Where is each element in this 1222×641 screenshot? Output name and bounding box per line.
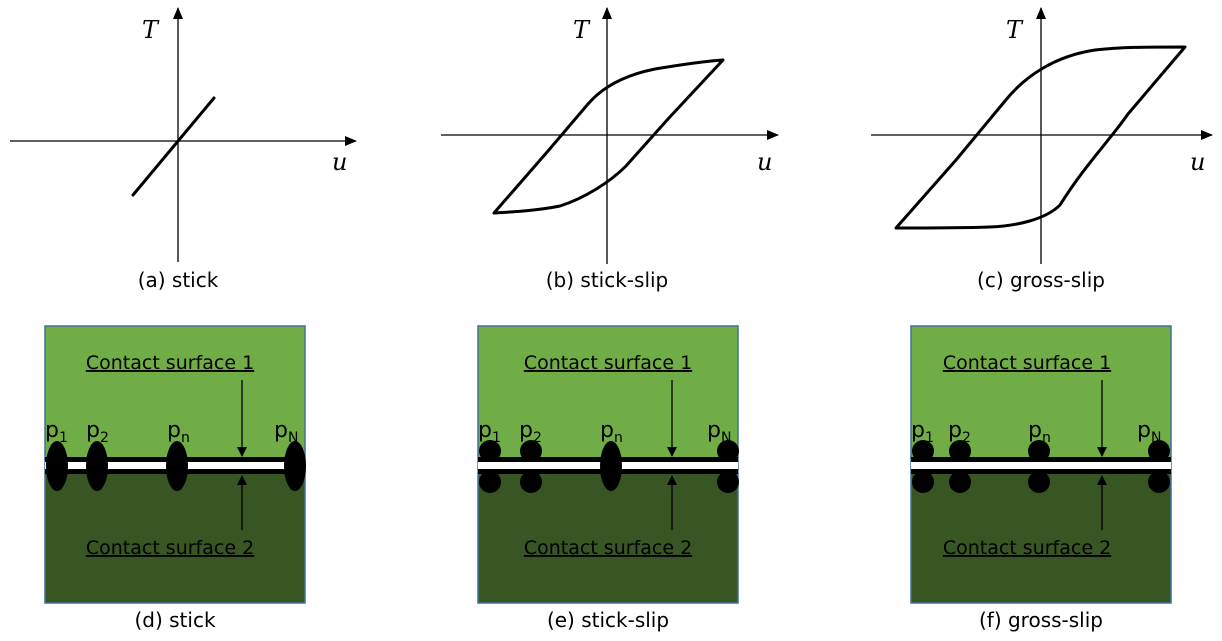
contact-point-p2-lower — [949, 471, 971, 493]
caption-e: (e) stick-slip — [547, 608, 669, 632]
label-pN: pN — [707, 418, 731, 446]
x-axis-label: u — [757, 148, 772, 176]
contact-surface-1-label: Contact surface 1 — [524, 352, 692, 374]
contact-point-p2-upper — [949, 440, 971, 462]
contact-point-p2-upper — [520, 440, 542, 462]
lower-body — [478, 468, 738, 603]
contact-point-pn — [600, 441, 622, 491]
contact-point-pN-lower — [1148, 471, 1170, 493]
caption-f: (f) gross-slip — [979, 608, 1103, 632]
hysteresis-loop — [894, 45, 1187, 230]
contact-point-p1-upper — [912, 440, 934, 462]
contact-surface-2-label: Contact surface 2 — [86, 537, 254, 559]
contact-point-p2-lower — [520, 471, 542, 493]
label-pn: pn — [1028, 418, 1051, 446]
y-axis-label: T — [142, 16, 160, 44]
plot-c-gross-slip: T u (c) gross-slip — [871, 7, 1213, 292]
contact-surface-1-label: Contact surface 1 — [943, 352, 1111, 374]
contact-point-pN-lower — [717, 471, 739, 493]
y-axis-label: T — [573, 16, 591, 44]
caption-c: (c) gross-slip — [977, 268, 1105, 292]
caption-a: (a) stick — [138, 268, 219, 292]
contact-point-p1-lower — [479, 471, 501, 493]
contact-point-pN-upper — [1148, 440, 1170, 462]
x-axis-label: u — [332, 148, 347, 176]
stick-curve — [131, 96, 216, 197]
contact-surface-1-label: Contact surface 1 — [86, 352, 254, 374]
label-p2: p2 — [948, 418, 971, 446]
caption-b: (b) stick-slip — [546, 268, 669, 292]
label-p1: p1 — [911, 418, 934, 446]
y-axis-label: T — [1006, 16, 1024, 44]
label-pn: pn — [167, 418, 190, 446]
contact-surface-2-label: Contact surface 2 — [524, 537, 692, 559]
label-p1: p1 — [45, 418, 68, 446]
contact-point-pN-upper — [717, 440, 739, 462]
contact-point-pn — [166, 441, 188, 491]
label-p1: p1 — [478, 418, 501, 446]
plot-b-stick-slip: T u (b) stick-slip — [441, 7, 779, 292]
panel-f-gross-slip: Contact surface 1 Contact surface 2 p1 p… — [910, 325, 1172, 632]
label-pN: pN — [274, 418, 298, 446]
plot-a-stick: T u (a) stick — [10, 7, 357, 292]
contact-point-p1-upper — [479, 440, 501, 462]
caption-d: (d) stick — [134, 608, 215, 632]
contact-point-pN — [284, 441, 306, 491]
contact-point-p1-lower — [912, 471, 934, 493]
contact-point-p2 — [86, 441, 108, 491]
label-pn: pn — [600, 418, 623, 446]
contact-point-p1 — [46, 441, 68, 491]
panel-d-stick: Contact surface 1 Contact surface 2 p1 p… — [44, 325, 306, 632]
hysteresis-loop — [492, 58, 725, 215]
contact-point-pn-upper — [1028, 440, 1050, 462]
x-axis-label: u — [1190, 148, 1205, 176]
label-pN: pN — [1137, 418, 1161, 446]
contact-gap — [911, 462, 1171, 469]
label-p2: p2 — [86, 418, 109, 446]
panel-e-stick-slip: Contact surface 1 Contact surface 2 p1 p… — [477, 325, 739, 632]
label-p2: p2 — [519, 418, 542, 446]
contact-surface-2-label: Contact surface 2 — [943, 537, 1111, 559]
contact-point-pn-lower — [1028, 471, 1050, 493]
